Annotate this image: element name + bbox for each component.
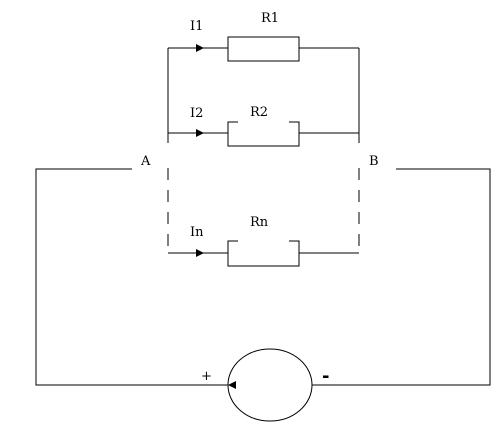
outer-wire-right — [312, 168, 491, 386]
resistor-r2-gap — [238, 121, 289, 124]
resistor-rn — [227, 240, 300, 267]
voltage-source: + - — [201, 348, 329, 422]
node-b-label: B — [369, 154, 379, 169]
resistor-label-1: R1 — [261, 11, 279, 26]
current-arrow-icon — [196, 129, 204, 137]
resistor-label-2: R2 — [250, 105, 268, 120]
branch-2: I2 R2 — [168, 105, 359, 147]
resistor-label-n: Rn — [250, 215, 269, 230]
outer-wire-left — [35, 168, 228, 386]
source-circle — [227, 348, 313, 422]
current-label-1: I1 — [190, 19, 203, 34]
source-plus-label: + — [201, 369, 212, 384]
branch-n: In Rn — [168, 215, 359, 267]
current-arrow-icon — [196, 44, 204, 52]
resistor-r2 — [227, 121, 300, 147]
current-label-n: In — [190, 225, 204, 240]
branch-1: I1 R1 — [168, 11, 359, 62]
source-arrow-icon — [228, 381, 236, 389]
node-a-label: A — [140, 154, 151, 169]
current-label-2: I2 — [190, 106, 203, 121]
resistor-rn-gap — [238, 240, 289, 243]
resistor-r1 — [227, 36, 300, 62]
source-minus-label: - — [322, 366, 329, 387]
current-arrow-icon — [196, 249, 204, 257]
